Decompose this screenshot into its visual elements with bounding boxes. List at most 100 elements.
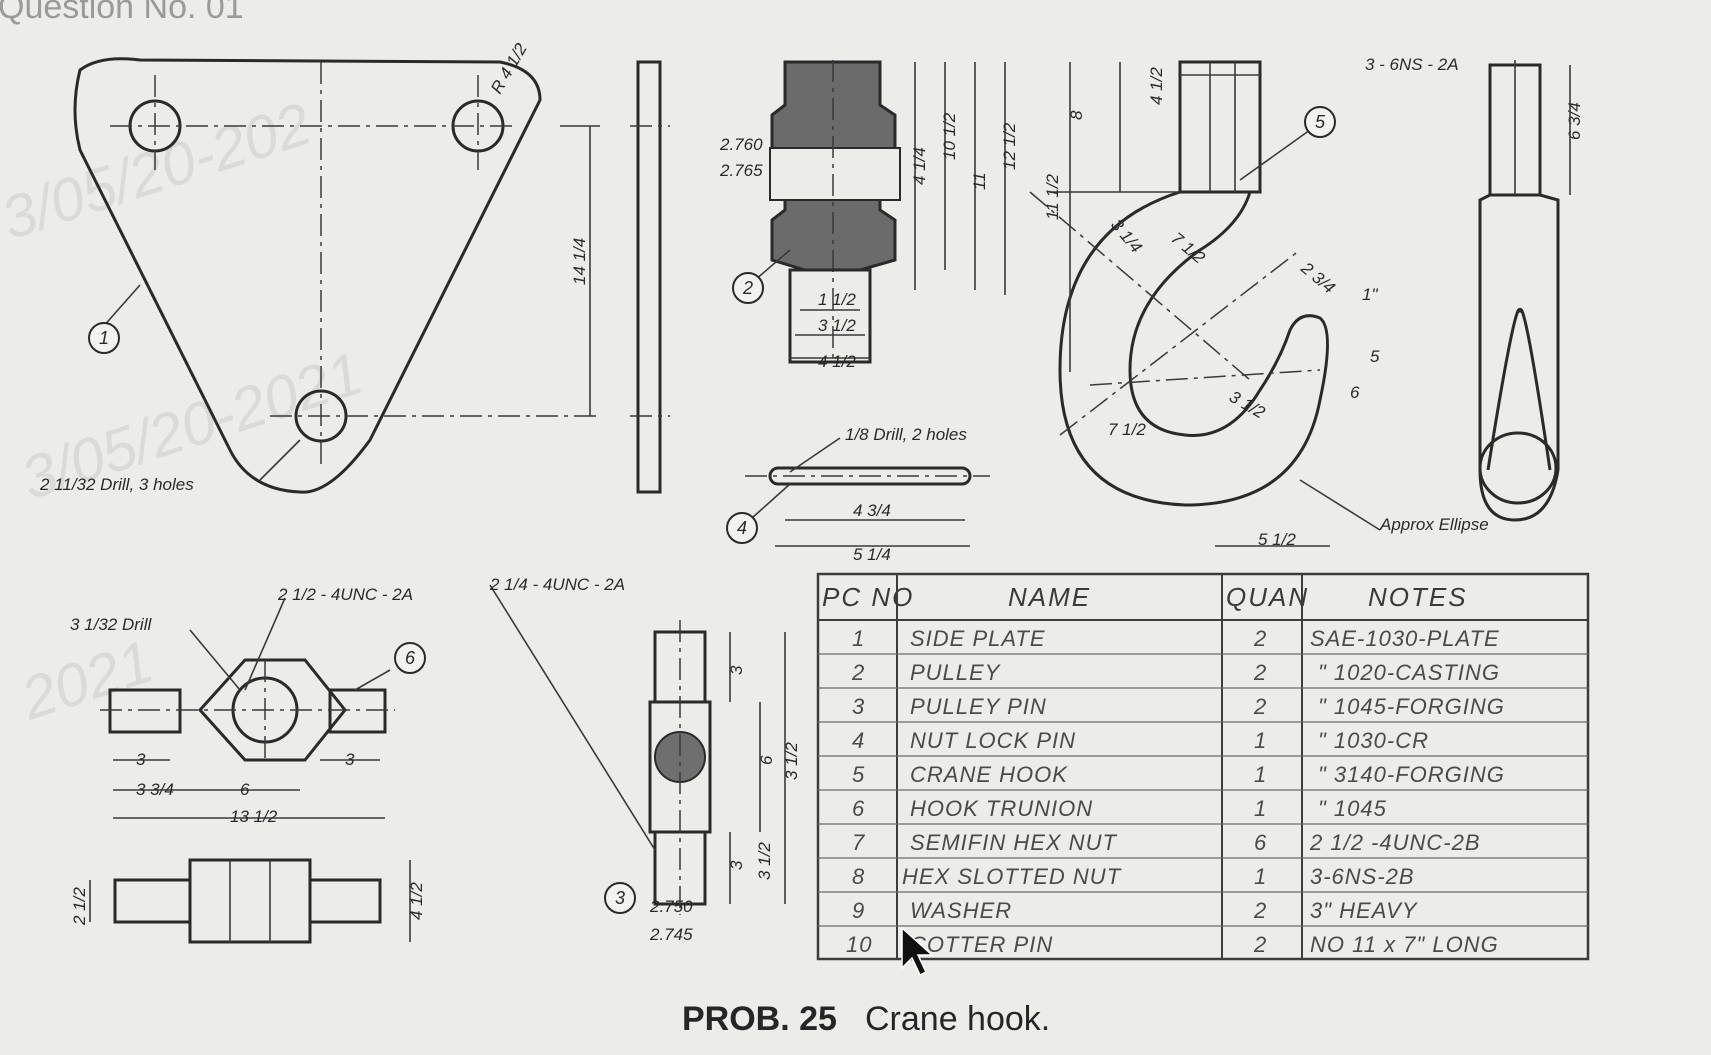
balloon-4: 4 [726, 512, 758, 544]
dim-pin-max: 2.750 [649, 897, 693, 916]
table-row: 6 HOOK TRUNION 1 " 1045 [852, 796, 1387, 821]
figure-caption: PROB. 25 Crane hook. [682, 1000, 1050, 1038]
cell-pc-no: 9 [852, 898, 865, 923]
cell-notes: SAE-1030-PLATE [1310, 626, 1500, 651]
hook-trunion-top-view: 4 1/2 2 1/2 [70, 858, 426, 944]
dim-lockpin-b: 5 1/4 [853, 545, 891, 564]
table-row: 10 COTTER PIN 2 NO 11 x 7" LONG [846, 932, 1499, 957]
table-row: 1 SIDE PLATE 2 SAE-1030-PLATE [852, 626, 1500, 651]
pin-thread-callout: 2 1/4 - 4UNC - 2A [489, 575, 625, 594]
dim-pulley-g: 4 1/2 [818, 352, 856, 371]
trunion-drill-callout: 3 1/32 Drill [70, 615, 152, 634]
header-notes: NOTES [1368, 582, 1468, 612]
dim-lockpin-a: 4 3/4 [853, 501, 891, 520]
dim-pulley-c: 11 [970, 172, 989, 190]
cell-notes: " 1020-CASTING [1318, 660, 1500, 685]
cell-notes: 3" HEAVY [1310, 898, 1418, 923]
approx-ellipse-callout: Approx Ellipse [1379, 515, 1489, 534]
pulley-section-view: 2.760 2.765 4 1/4 10 1/2 11 12 1/2 1 1/2… [719, 60, 1019, 371]
dim-trunion-c: 6 [240, 780, 250, 799]
balloon-3: 3 [604, 882, 636, 914]
pulley-pin-view: 3 6 3 1/2 3 3 1/2 2.750 2.745 2 1/4 - 4U… [489, 575, 801, 944]
cell-notes: 3-6NS-2B [1310, 864, 1415, 889]
header-quan: QUAN [1226, 582, 1309, 612]
dim-hook-l: 5 1/2 [1258, 530, 1296, 549]
cell-quan: 1 [1254, 796, 1267, 821]
dim-trunion-e: 13 1/2 [230, 807, 278, 826]
cell-name: SEMIFIN HEX NUT [910, 830, 1117, 855]
balloon-1: 1 [88, 322, 120, 354]
table-row: 3 PULLEY PIN 2 " 1045-FORGING [852, 694, 1504, 719]
hook-trunion-front-view: 3 3 3/4 6 3 13 1/2 3 1/32 Drill 2 1/2 - … [70, 585, 413, 826]
cell-name: PULLEY PIN [910, 694, 1047, 719]
cell-notes: " 3140-FORGING [1318, 762, 1505, 787]
cell-pc-no: 6 [852, 796, 865, 821]
dim-hook-f: 2 3/4 [1297, 258, 1339, 298]
cell-pc-no: 10 [846, 932, 872, 957]
balloon-label: 2 [742, 278, 753, 298]
cell-quan: 1 [1254, 762, 1267, 787]
dim-trunion-b: 3 3/4 [136, 780, 174, 799]
parts-table: PC NO NAME QUAN NOTES 1 SIDE PLATE 2 SAE… [816, 572, 1590, 961]
cell-quan: 1 [1254, 728, 1267, 753]
dim-pin-d: 3 [727, 860, 746, 870]
cell-quan: 2 [1253, 694, 1267, 719]
dim-pulley-b: 10 1/2 [940, 112, 959, 160]
dim-hook-e: 7 1/2 [1167, 229, 1209, 268]
cell-name: SIDE PLATE [910, 626, 1046, 651]
cell-pc-no: 8 [852, 864, 865, 889]
trunion-thread-callout: 2 1/2 - 4UNC - 2A [277, 585, 413, 604]
balloon-5: 5 [1304, 106, 1336, 138]
table-row: 2 PULLEY 2 " 1020-CASTING [851, 660, 1500, 685]
dim-pulley-a: 4 1/4 [910, 147, 929, 185]
cell-name: CRANE HOOK [910, 762, 1068, 787]
table-row: 4 NUT LOCK PIN 1 " 1030-CR [852, 728, 1428, 753]
cell-quan: 2 [1253, 660, 1267, 685]
cell-name: WASHER [910, 898, 1012, 923]
dim-hook-d: 3 1/4 [1107, 215, 1146, 256]
table-row: 8 HEX SLOTTED NUT 1 3-6NS-2B [852, 864, 1415, 889]
table-row: 5 CRANE HOOK 1 " 3140-FORGING [852, 762, 1505, 787]
dim-trunion-g: 2 1/2 [70, 887, 89, 926]
dim-pulley-bore-min: 2.765 [719, 161, 763, 180]
balloon-6: 6 [394, 642, 426, 674]
dim-trunion-f: 4 1/2 [407, 882, 426, 920]
dim-pulley-d: 12 1/2 [1000, 122, 1019, 170]
dim-trunion-a: 3 [136, 750, 146, 769]
balloon-2: 2 [732, 272, 764, 304]
mouse-cursor-icon [901, 926, 934, 977]
cell-quan: 6 [1254, 830, 1267, 855]
cell-notes: " 1045 [1318, 796, 1387, 821]
balloon-label: 3 [615, 888, 625, 908]
dim-pin-c: 3 1/2 [782, 742, 801, 780]
dim-hook-top: 8 [1067, 110, 1086, 120]
dim-hook-h: 5 [1370, 347, 1380, 366]
cell-pc-no: 2 [851, 660, 865, 685]
header-name: NAME [1008, 582, 1091, 612]
cell-name: COTTER PIN [910, 932, 1053, 957]
hook-thread-callout: 3 - 6NS - 2A [1365, 55, 1459, 74]
header-pc-no: PC NO [822, 582, 914, 612]
dim-pulley-f: 3 1/2 [818, 316, 856, 335]
dim-hook-total: 11 1/2 [1043, 173, 1062, 220]
cell-pc-no: 3 [852, 694, 865, 719]
balloon-label: 4 [737, 518, 747, 538]
cell-name: HEX SLOTTED NUT [902, 864, 1122, 889]
dim-hook-m: 6 3/4 [1565, 102, 1584, 140]
cell-pc-no: 1 [852, 626, 865, 651]
table-row: 7 SEMIFIN HEX NUT 6 2 1/2 -4UNC-2B [852, 830, 1480, 855]
dim-hook-shank-height: 4 1/2 [1147, 67, 1166, 105]
dim-pulley-e: 1 1/2 [818, 290, 856, 309]
watermark-group: 3/05/20-202 3/05/20-2021 2021 [0, 90, 370, 733]
dim-hook-k: 7 1/2 [1108, 420, 1146, 439]
cell-notes: NO 11 x 7" LONG [1310, 932, 1499, 957]
crane-hook-side-view [1478, 60, 1571, 522]
nut-lock-drill-callout: 1/8 Drill, 2 holes [845, 425, 967, 444]
question-label: Question No. 01 [0, 0, 244, 26]
dim-pin-a: 3 [727, 665, 746, 675]
dim-plate-height: 14 1/4 [570, 238, 589, 285]
dim-pin-min: 2.745 [649, 925, 693, 944]
balloon-label: 5 [1315, 112, 1326, 132]
cell-pc-no: 5 [852, 762, 865, 787]
